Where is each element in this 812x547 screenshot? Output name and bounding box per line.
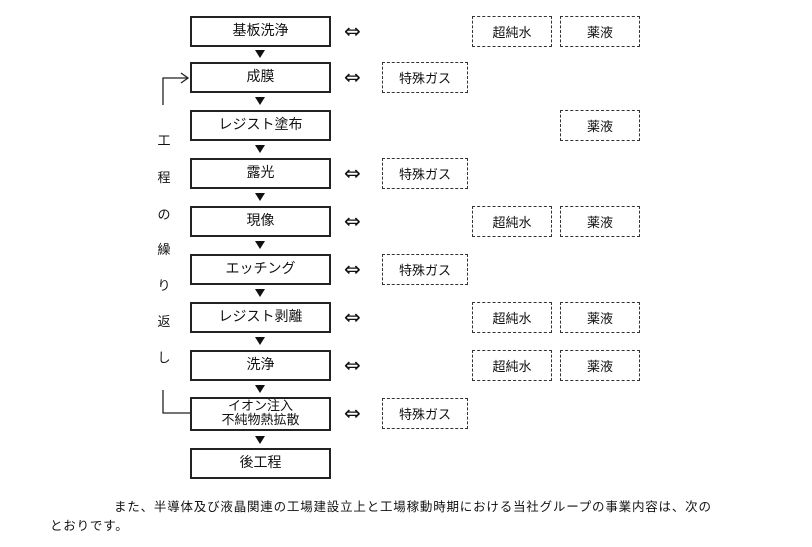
step-substrate-cleaning: 基板洗浄	[190, 16, 331, 47]
material-chemical: 薬液	[560, 110, 640, 141]
down-arrow	[255, 193, 265, 201]
note-line-2: とおりです。	[50, 518, 129, 533]
down-arrow	[255, 145, 265, 153]
double-arrow-icon: ⇔	[344, 65, 361, 89]
step-film-deposition: 成膜	[190, 62, 331, 93]
material-ultrapure-water: 超純水	[472, 16, 552, 47]
double-arrow-icon: ⇔	[344, 161, 361, 185]
double-arrow-icon: ⇔	[344, 19, 361, 43]
step-cleaning: 洗浄	[190, 350, 331, 381]
step-exposure: 露光	[190, 158, 331, 189]
step-ion-implantation-diffusion: イオン注入 不純物熱拡散	[190, 397, 331, 431]
material-special-gas: 特殊ガス	[382, 254, 468, 285]
step-back-end-process: 後工程	[190, 448, 331, 479]
note-line-1: また、半導体及び液晶関連の工場建設立上と工場稼動時期における当社グループの事業内…	[114, 499, 712, 514]
step-resist-stripping: レジスト剥離	[190, 302, 331, 333]
down-arrow	[255, 97, 265, 105]
double-arrow-icon: ⇔	[344, 353, 361, 377]
step-development: 現像	[190, 206, 331, 237]
note-paragraph: また、半導体及び液晶関連の工場建設立上と工場稼動時期における当社グループの事業内…	[0, 497, 808, 535]
down-arrow	[255, 289, 265, 297]
double-arrow-icon: ⇔	[344, 257, 361, 281]
step-label-line1: イオン注入	[227, 399, 293, 414]
step-resist-coating: レジスト塗布	[190, 110, 331, 141]
material-special-gas: 特殊ガス	[382, 398, 468, 429]
double-arrow-icon: ⇔	[344, 209, 361, 233]
material-ultrapure-water: 超純水	[472, 350, 552, 381]
material-chemical: 薬液	[560, 302, 640, 333]
loop-label-char: の	[157, 208, 171, 223]
loop-label-char: 繰	[157, 243, 171, 258]
loop-label-char: 程	[157, 171, 171, 186]
loop-label-char: 返	[157, 315, 171, 330]
double-arrow-icon: ⇔	[344, 305, 361, 329]
loop-label-char: 工	[157, 134, 171, 149]
down-arrow	[255, 436, 265, 444]
down-arrow	[255, 241, 265, 249]
down-arrow	[255, 385, 265, 393]
double-arrow-icon: ⇔	[344, 401, 361, 425]
step-etching: エッチング	[190, 254, 331, 285]
material-ultrapure-water: 超純水	[472, 206, 552, 237]
down-arrow	[255, 50, 265, 58]
material-chemical: 薬液	[560, 350, 640, 381]
material-special-gas: 特殊ガス	[382, 158, 468, 189]
loop-label-char: り	[157, 279, 171, 294]
material-chemical: 薬液	[560, 16, 640, 47]
material-special-gas: 特殊ガス	[382, 62, 468, 93]
down-arrow	[255, 337, 265, 345]
step-label-line2: 不純物熱拡散	[221, 413, 300, 428]
loop-label-char: し	[157, 351, 171, 366]
material-chemical: 薬液	[560, 206, 640, 237]
material-ultrapure-water: 超純水	[472, 302, 552, 333]
